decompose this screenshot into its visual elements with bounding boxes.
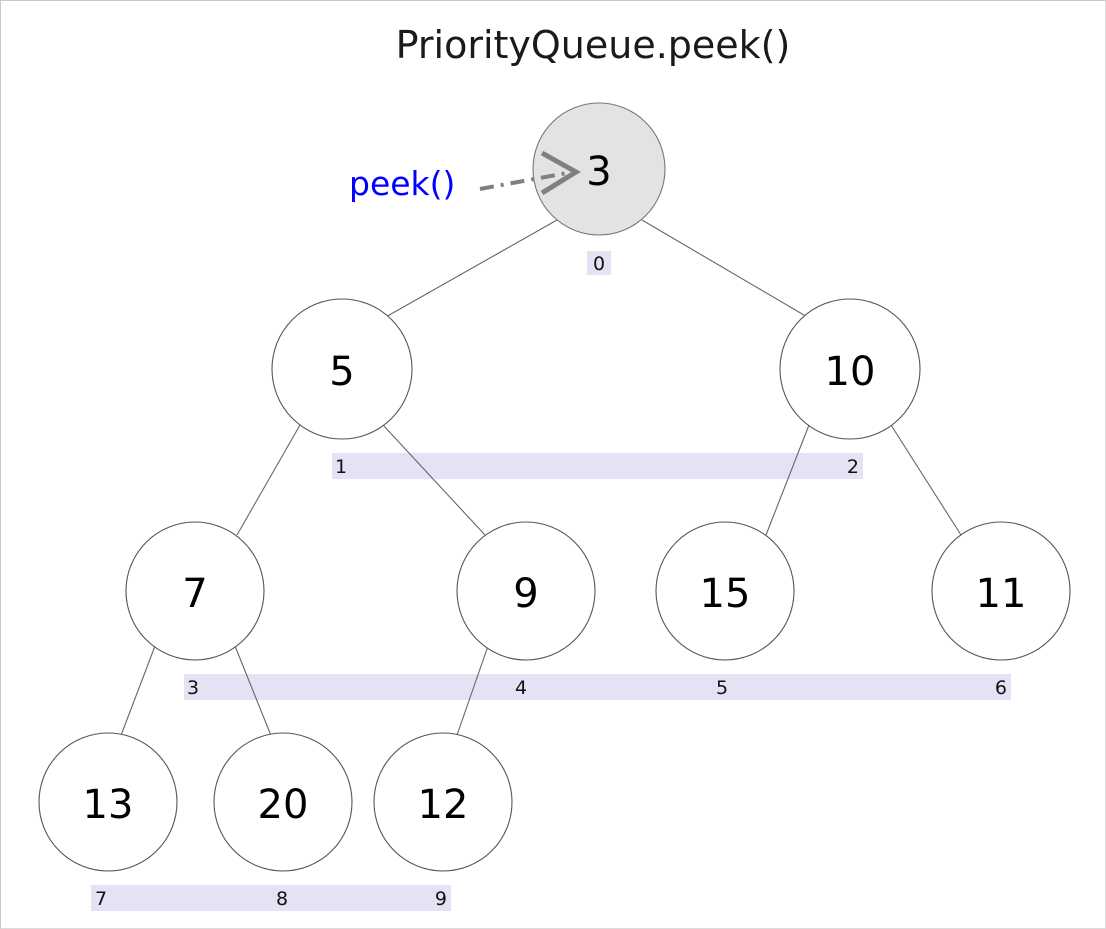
tree-node-3[interactable]: 7 xyxy=(125,521,265,661)
tree-node-7[interactable]: 13 xyxy=(38,732,178,872)
node-index-1: 1 xyxy=(335,456,347,478)
edge-1-4 xyxy=(382,424,486,536)
tree-node-0[interactable]: 3 xyxy=(532,102,666,236)
node-circle-3[interactable] xyxy=(125,521,265,661)
node-index-8: 8 xyxy=(276,888,288,910)
node-index-5: 5 xyxy=(716,677,728,699)
node-value-1: 5 xyxy=(329,349,354,395)
node-value-6: 11 xyxy=(976,571,1027,617)
node-value-7: 13 xyxy=(83,782,134,828)
index-band-level-0 xyxy=(587,251,611,275)
node-value-3: 7 xyxy=(182,571,207,617)
node-circle-4[interactable] xyxy=(456,521,596,661)
index-band-level-3 xyxy=(91,885,451,911)
tree-node-2[interactable]: 10 xyxy=(779,298,921,440)
tree-node-6[interactable]: 11 xyxy=(931,521,1071,661)
node-index-2: 2 xyxy=(847,456,859,478)
index-band-level-2 xyxy=(184,674,1011,700)
index-labels-group: 0 1 2 3 4 5 6 7 8 9 xyxy=(95,253,1007,910)
tree-node-1[interactable]: 5 xyxy=(271,298,413,440)
edge-2-6 xyxy=(890,424,962,536)
edge-1-3 xyxy=(236,424,301,536)
peek-callout-group: peek() xyxy=(349,150,581,203)
tree-node-9[interactable]: 12 xyxy=(373,732,513,872)
peek-callout-dash-line xyxy=(479,171,568,191)
node-value-8: 20 xyxy=(258,782,309,828)
node-value-5: 15 xyxy=(700,571,751,617)
edge-2-5 xyxy=(765,424,810,536)
edge-3-8 xyxy=(234,645,273,739)
peek-callout-label: peek() xyxy=(349,164,455,203)
tree-node-8[interactable]: 20 xyxy=(213,732,353,872)
tree-edges-group xyxy=(119,219,962,739)
index-band-level-1 xyxy=(332,453,863,479)
node-index-3: 3 xyxy=(187,677,199,699)
node-value-0: 3 xyxy=(586,149,611,195)
node-index-9: 9 xyxy=(435,888,447,910)
node-value-9: 12 xyxy=(418,782,469,828)
node-value-4: 9 xyxy=(513,571,538,617)
node-value-2: 10 xyxy=(825,349,876,395)
tree-node-4[interactable]: 9 xyxy=(456,521,596,661)
node-index-7: 7 xyxy=(95,888,107,910)
edge-0-2 xyxy=(641,219,810,319)
node-circle-1[interactable] xyxy=(271,298,413,440)
node-circle-7[interactable] xyxy=(38,732,178,872)
tree-node-5[interactable]: 15 xyxy=(655,521,795,661)
node-index-0: 0 xyxy=(593,253,605,275)
edge-4-9 xyxy=(455,645,489,739)
node-circle-9[interactable] xyxy=(373,732,513,872)
node-circle-5[interactable] xyxy=(655,521,795,661)
peek-callout-arrow-icon xyxy=(540,150,581,196)
edge-3-7 xyxy=(119,645,156,739)
edge-0-1 xyxy=(383,219,558,319)
node-circle-8[interactable] xyxy=(213,732,353,872)
index-bands-group xyxy=(91,251,1011,911)
page-title: PriorityQueue.peek() xyxy=(396,23,791,67)
node-index-4: 4 xyxy=(515,677,527,699)
node-circle-2[interactable] xyxy=(779,298,921,440)
node-index-6: 6 xyxy=(995,677,1007,699)
node-circle-0[interactable] xyxy=(532,102,666,236)
tree-nodes-group: 3 5 10 7 9 15 xyxy=(38,102,1071,872)
node-circle-6[interactable] xyxy=(931,521,1071,661)
